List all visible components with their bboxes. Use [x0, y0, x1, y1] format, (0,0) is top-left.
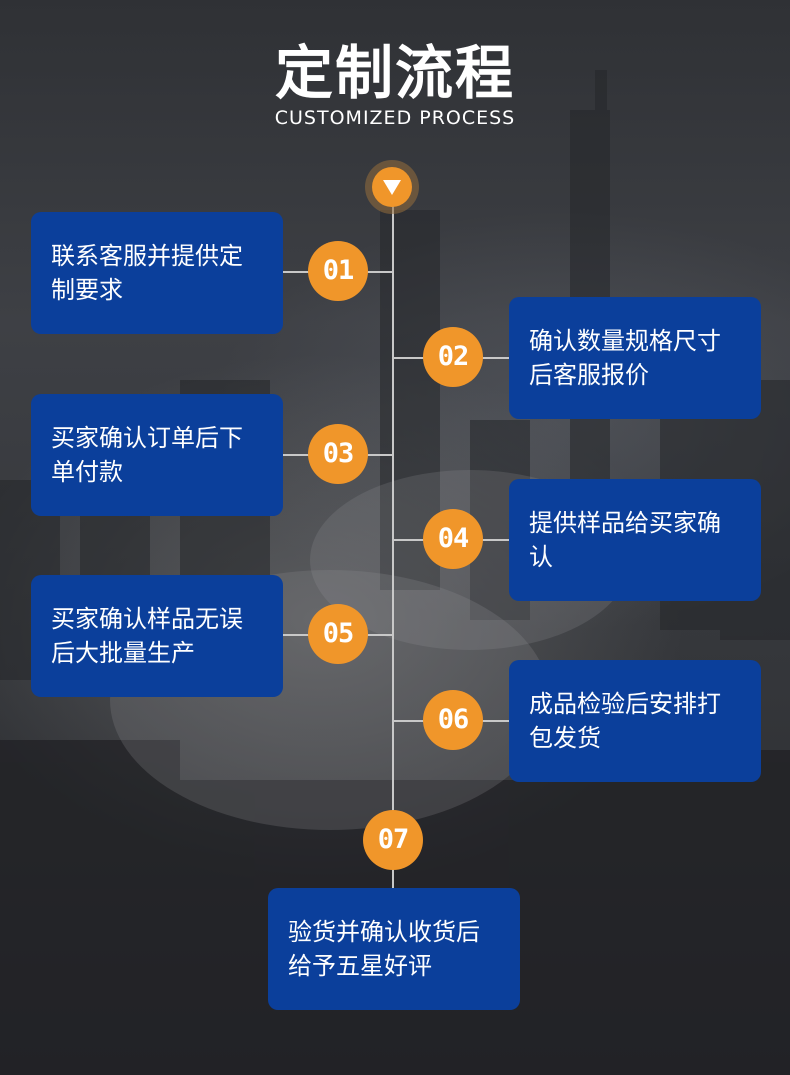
step-text-7: 验货并确认收货后给予五星好评 [288, 918, 480, 980]
step-badge-3: 03 [308, 424, 368, 484]
step-text-4: 提供样品给买家确认 [529, 509, 721, 571]
step-text-5: 买家确认样品无误后大批量生产 [51, 605, 243, 667]
step-box-1: 联系客服并提供定制要求 [31, 212, 283, 334]
step-text-3: 买家确认订单后下单付款 [51, 424, 243, 486]
step-box-5: 买家确认样品无误后大批量生产 [31, 575, 283, 697]
page-title: 定制流程 [274, 39, 515, 107]
step-text-2: 确认数量规格尺寸后客服报价 [529, 327, 721, 389]
step-box-2: 确认数量规格尺寸后客服报价 [509, 297, 761, 419]
step-badge-2: 02 [423, 327, 483, 387]
step-badge-4: 04 [423, 509, 483, 569]
step-badge-7: 07 [363, 810, 423, 870]
step-text-1: 联系客服并提供定制要求 [51, 242, 243, 304]
step-badge-5: 05 [308, 604, 368, 664]
step-text-6: 成品检验后安排打包发货 [529, 690, 721, 752]
step-box-6: 成品检验后安排打包发货 [509, 660, 761, 782]
triangle-down-icon [383, 180, 401, 195]
step-badge-6: 06 [423, 690, 483, 750]
timeline-start-marker [372, 167, 412, 207]
page-subtitle: CUSTOMIZED PROCESS [274, 107, 516, 129]
step-box-3: 买家确认订单后下单付款 [31, 394, 283, 516]
step-box-7: 验货并确认收货后给予五星好评 [268, 888, 520, 1010]
step-badge-1: 01 [308, 241, 368, 301]
step-box-4: 提供样品给买家确认 [509, 479, 761, 601]
